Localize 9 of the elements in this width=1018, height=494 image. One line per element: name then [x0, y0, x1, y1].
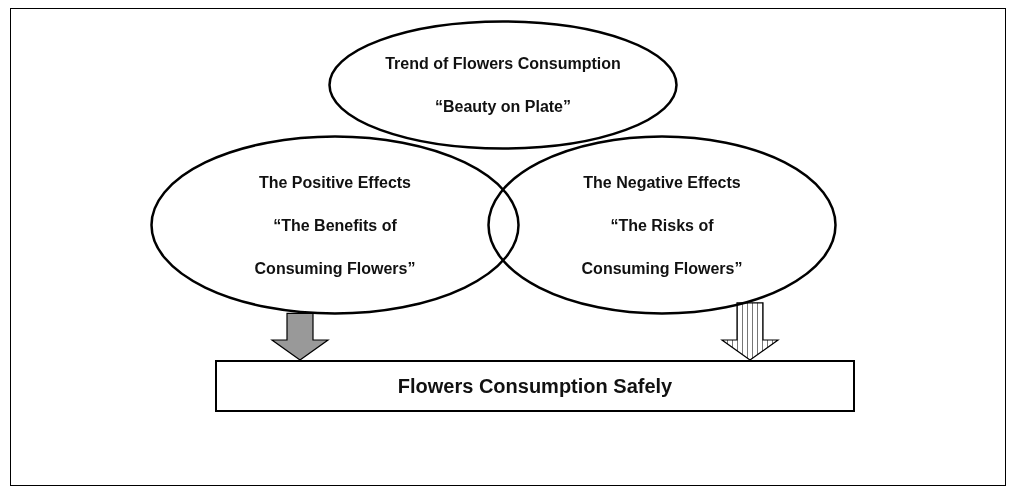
- body-text: “The Risks of Consuming Flowers”: [580, 215, 744, 279]
- heading-text: The Positive Effects: [258, 172, 411, 193]
- body-text: “The Benefits of Consuming Flowers”: [253, 215, 417, 279]
- heading-text: Trend of Flowers Consumption: [385, 54, 621, 74]
- block-arrow: [270, 312, 330, 361]
- result-box: Flowers Consumption Safely: [215, 360, 855, 412]
- body-text: “Beauty on Plate”: [435, 97, 571, 117]
- heading-text: The Negative Effects: [583, 172, 741, 193]
- block-arrow: [720, 302, 780, 361]
